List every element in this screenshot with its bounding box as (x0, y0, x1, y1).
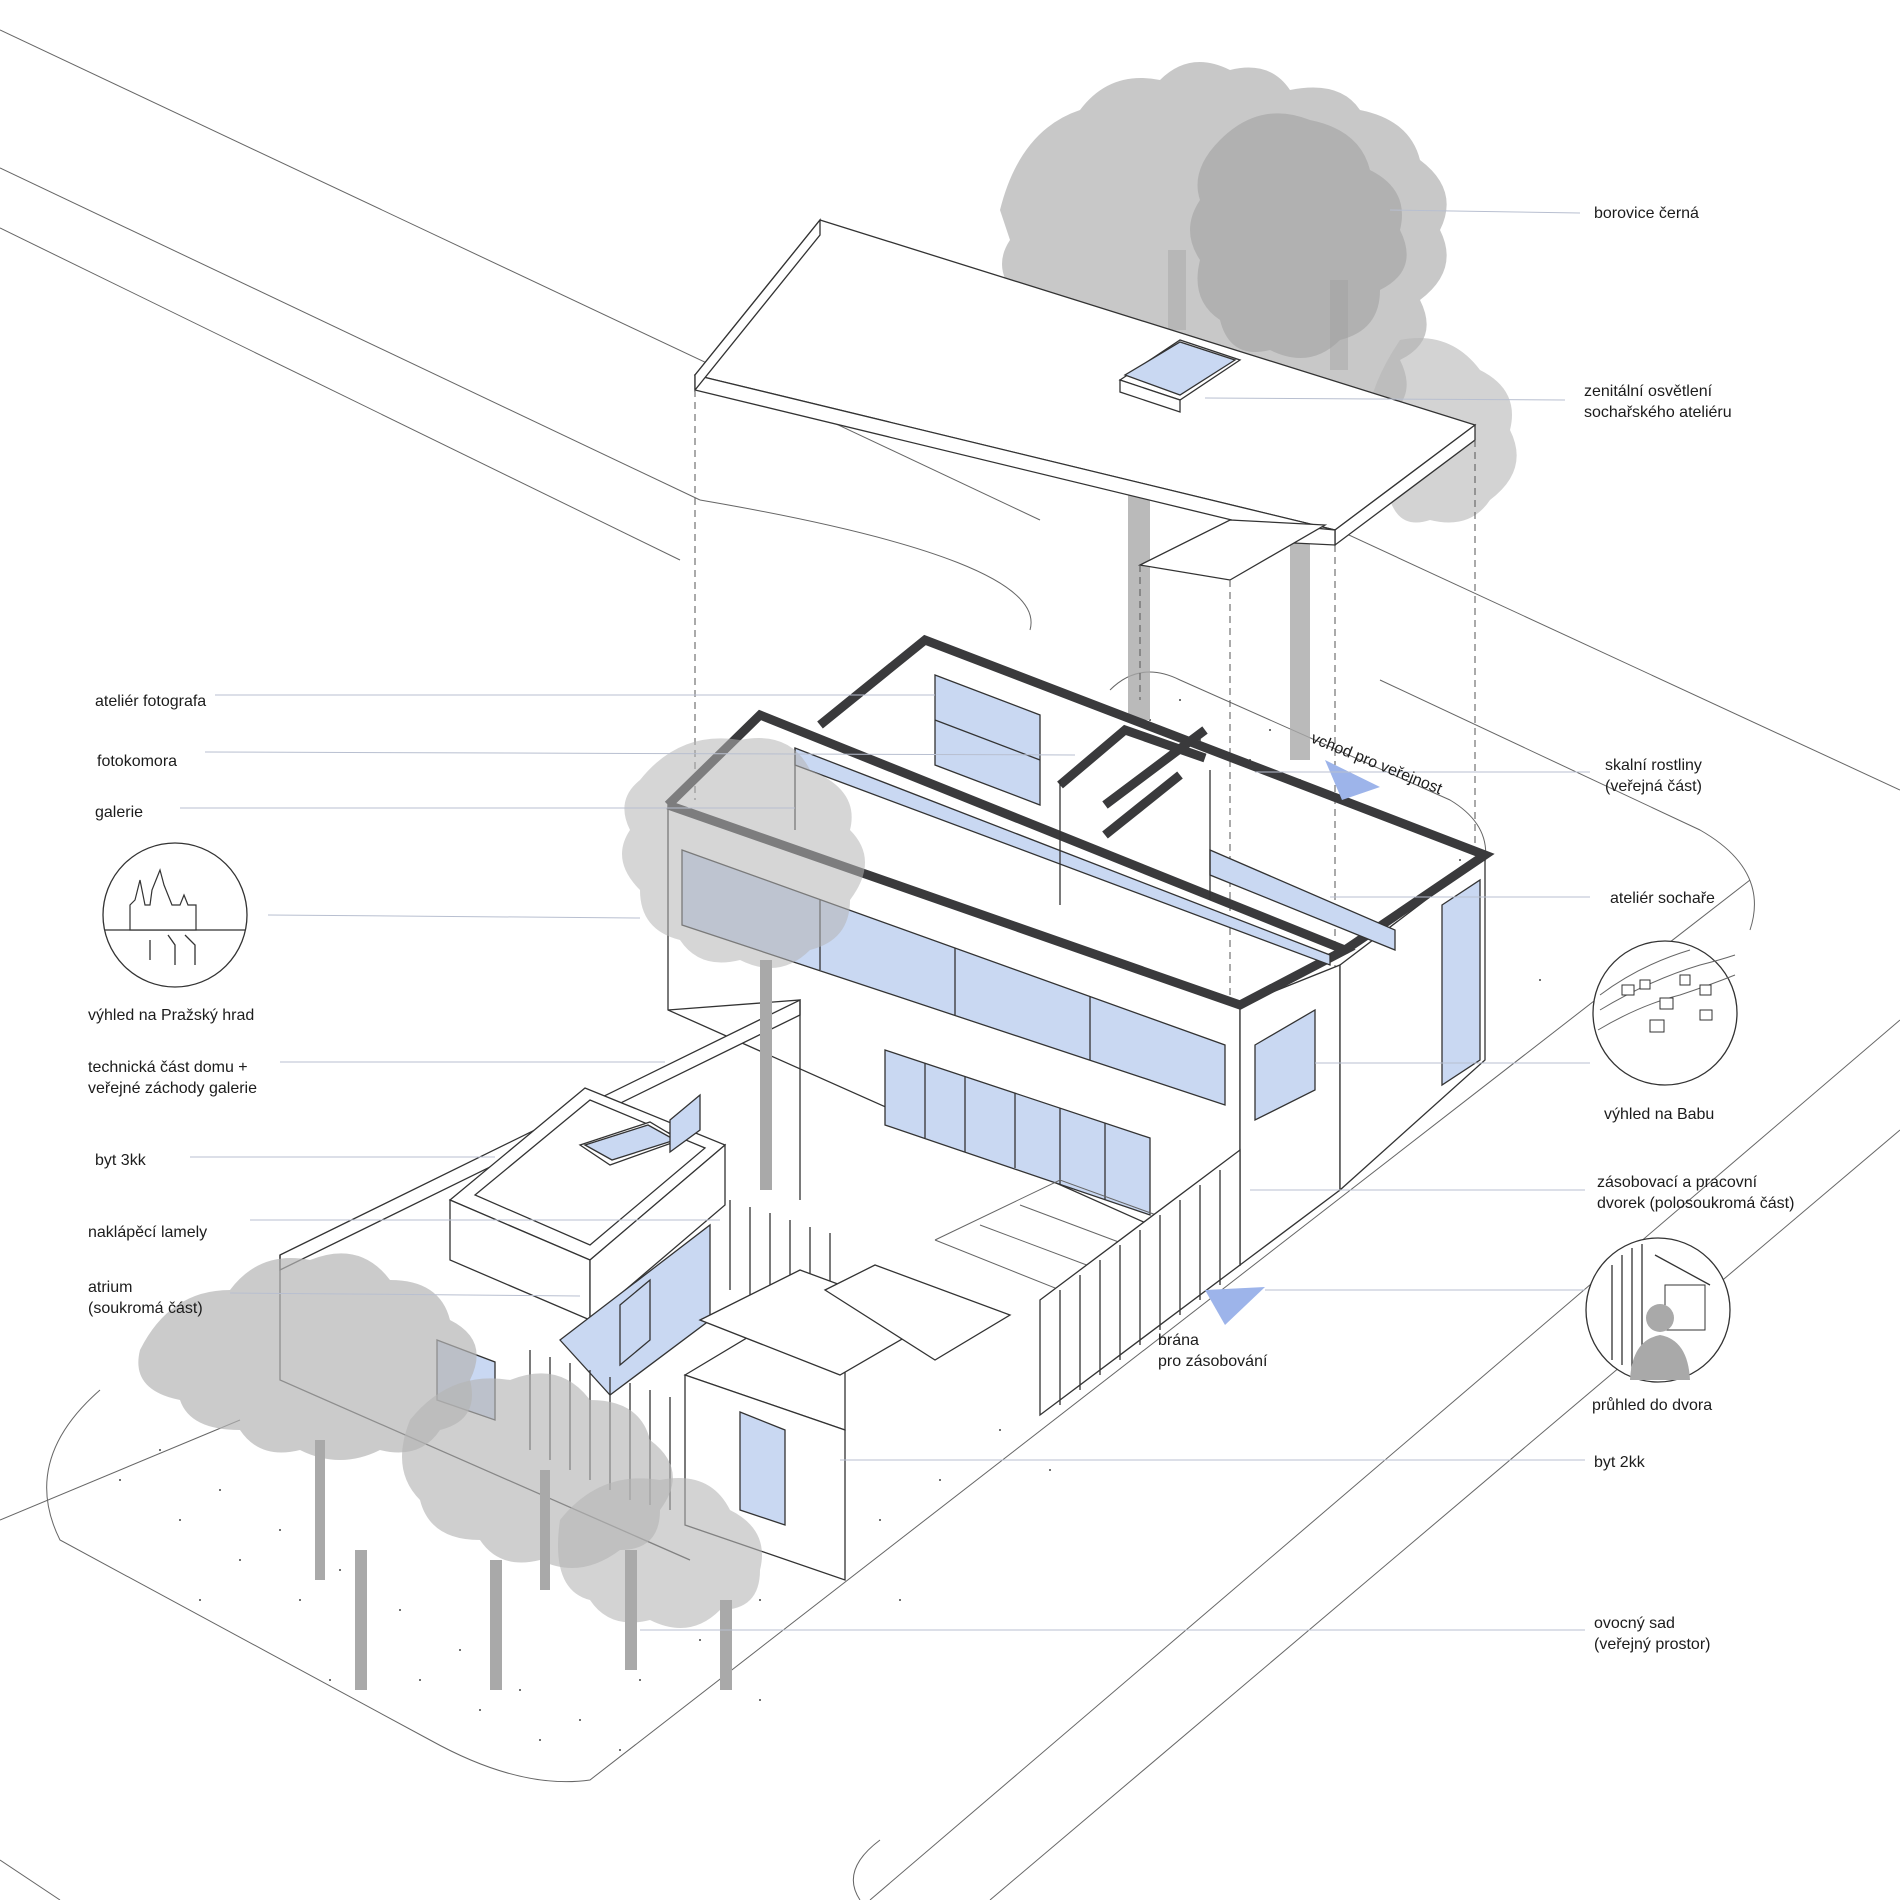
roof-slab (693, 218, 1477, 581)
label-zenitalni-1: zenitální osvětlení (1584, 383, 1713, 400)
service-gate-arrow (1205, 1287, 1265, 1325)
label-fotokomora: fotokomora (97, 753, 177, 770)
label-technicka-2: veřejné záchody galerie (88, 1080, 257, 1097)
label-atelier-sochare: ateliér sochaře (1610, 890, 1715, 907)
hillside-houses-icon (1592, 940, 1738, 1086)
label-lamely: naklápěcí lamely (88, 1224, 207, 1241)
label-borovice: borovice černá (1594, 205, 1699, 222)
label-zasobovaci-2: dvorek (polosoukromá část) (1597, 1195, 1794, 1212)
label-byt2kk: byt 2kk (1594, 1454, 1646, 1471)
label-zenitalni-2: sochařského ateliéru (1584, 404, 1732, 421)
castle-view-icon (102, 842, 248, 988)
public-entrance-arrow (1325, 760, 1380, 800)
label-sad-1: ovocný sad (1594, 1615, 1675, 1632)
label-sad-2: (veřejný prostor) (1594, 1636, 1710, 1653)
label-vyhled-babu: výhled na Babu (1604, 1106, 1714, 1123)
label-vyhled-hrad: výhled na Pražský hrad (88, 1007, 254, 1024)
label-technicka-1: technická část domu + (88, 1059, 248, 1076)
label-atrium-1: atrium (88, 1279, 132, 1296)
label-galerie: galerie (95, 804, 143, 821)
label-byt3kk: byt 3kk (95, 1152, 147, 1169)
label-skalni-2: (veřejná část) (1605, 778, 1702, 795)
label-atrium-2: (soukromá část) (88, 1300, 203, 1317)
leader-lines (180, 209, 1590, 1631)
label-pruhled: průhled do dvora (1592, 1396, 1712, 1414)
label-zasobovaci-1: zásobovací a pracovní (1597, 1174, 1758, 1191)
orchard-trees (138, 738, 865, 1690)
roof-skylight (1123, 341, 1237, 396)
service-gate (1039, 1148, 1241, 1417)
label-brana-1: brána (1158, 1332, 1199, 1349)
label-brana-2: pro zásobování (1158, 1353, 1268, 1370)
label-skalni-1: skalní rostliny (1605, 757, 1702, 774)
label-atelier-fotografa: ateliér fotografa (95, 693, 206, 710)
person-silhouette-icon (1585, 1237, 1731, 1383)
